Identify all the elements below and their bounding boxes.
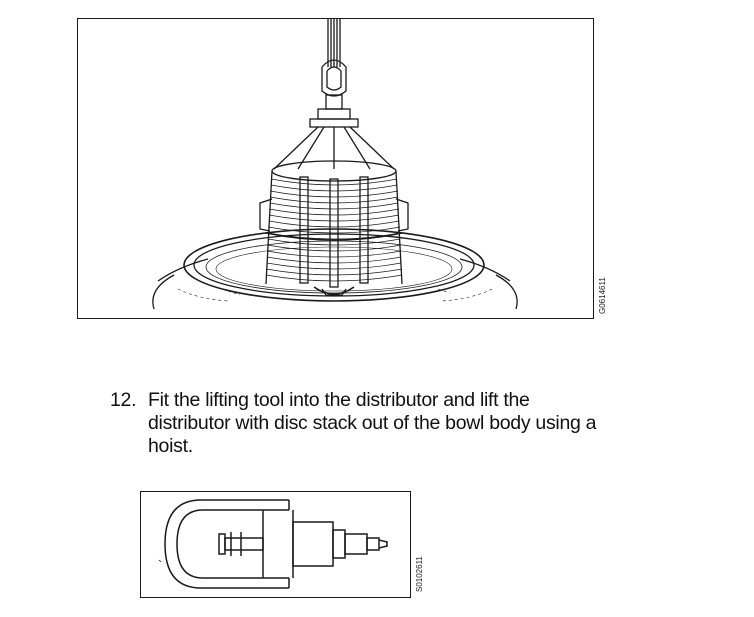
lifting-tool-drawing [158,499,388,589]
figure-code: G0614611 [598,277,607,314]
distributor-lift-drawing [152,19,518,310]
figure-code: S0102611 [415,556,424,592]
distributor-lift-illustration [77,18,594,319]
step-number: 12. [110,389,137,411]
step-text: Fit the lifting tool into the distributo… [148,389,597,457]
lifting-tool-illustration [140,491,411,598]
